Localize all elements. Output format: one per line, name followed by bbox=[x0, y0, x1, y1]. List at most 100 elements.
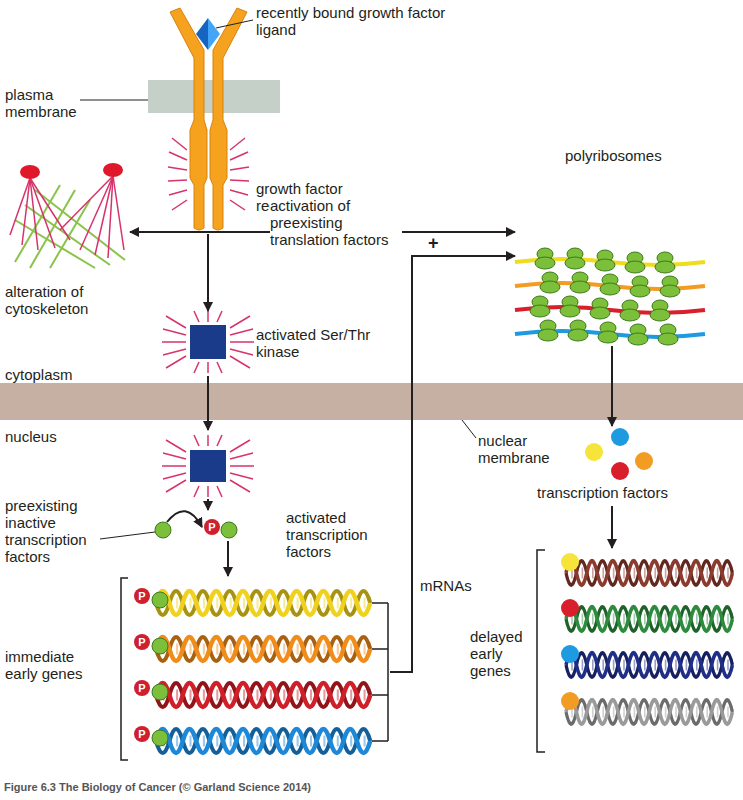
kinase-square bbox=[190, 450, 226, 482]
actin-filament bbox=[30, 190, 75, 268]
cytoskeleton-node: alteration of cytoskeleton bbox=[10, 155, 130, 270]
microtubule bbox=[22, 178, 30, 245]
receptor-node: growth factor receptor bbox=[168, 8, 250, 234]
kinase-rays bbox=[162, 435, 254, 497]
ray bbox=[168, 167, 187, 170]
gene-helix bbox=[156, 683, 370, 707]
actin-filament bbox=[50, 200, 90, 268]
node-label: alteration of cytoskeleton bbox=[5, 283, 140, 317]
leader-line bbox=[216, 20, 253, 28]
flow-arrow bbox=[611, 346, 613, 426]
edge-label: activation of preexisting translation fa… bbox=[270, 197, 402, 248]
ribosome bbox=[538, 320, 558, 341]
receptor-rays bbox=[168, 138, 249, 210]
leader-line bbox=[100, 532, 155, 539]
bracket bbox=[537, 550, 545, 752]
edge-label: mRNAs bbox=[420, 577, 490, 594]
gene-helix bbox=[566, 561, 732, 585]
ribosome bbox=[598, 322, 618, 343]
factor-group: transcription factors bbox=[582, 426, 656, 482]
actin-filament bbox=[15, 185, 60, 262]
microtubule bbox=[113, 176, 124, 250]
node-label: polyribosomes bbox=[565, 147, 695, 164]
ribosome bbox=[660, 276, 680, 297]
phosphate-mark: P bbox=[134, 726, 150, 742]
ray bbox=[172, 200, 187, 210]
signal-bar bbox=[168, 231, 250, 233]
microtubule bbox=[108, 176, 113, 258]
cytoskeleton bbox=[10, 163, 125, 268]
gene-helix bbox=[156, 637, 370, 661]
bound-factor bbox=[152, 730, 168, 746]
bracket bbox=[121, 578, 128, 760]
phosphate-mark: P bbox=[134, 634, 150, 650]
ribosome bbox=[655, 252, 675, 273]
ribosome bbox=[630, 276, 650, 297]
flow-arrow bbox=[130, 231, 168, 233]
node-label: preexisting inactive transcription facto… bbox=[5, 497, 115, 565]
ribosome bbox=[600, 274, 620, 295]
ribosome bbox=[625, 252, 645, 273]
ribosome bbox=[570, 272, 590, 293]
factor-protein bbox=[585, 443, 603, 461]
ribosome bbox=[620, 300, 640, 321]
bound-factor bbox=[561, 599, 579, 617]
flow-arrow bbox=[227, 541, 229, 576]
gene-helix bbox=[156, 729, 370, 753]
bound-factor bbox=[561, 553, 579, 571]
leader-line bbox=[80, 100, 148, 101]
centrosome bbox=[103, 163, 123, 177]
ribosome bbox=[590, 298, 610, 319]
gene-helix bbox=[156, 591, 370, 615]
ribosome bbox=[628, 324, 648, 345]
ray bbox=[169, 152, 187, 160]
ray bbox=[230, 138, 245, 150]
node-label: immediate early genes bbox=[5, 648, 110, 682]
ribosome bbox=[535, 248, 555, 269]
ray bbox=[230, 190, 248, 195]
node-label: delayed early genes bbox=[470, 628, 534, 679]
ribosome bbox=[658, 324, 678, 345]
kinase-rays bbox=[162, 311, 254, 373]
ligand-half bbox=[208, 18, 220, 50]
receptor-chain bbox=[210, 8, 247, 230]
nuclear-membrane-band bbox=[0, 383, 743, 420]
ribosome bbox=[568, 320, 588, 341]
ligand-half bbox=[196, 18, 208, 50]
ray bbox=[230, 180, 249, 181]
callout-label: nuclear membrane bbox=[478, 432, 568, 466]
factor-protein bbox=[611, 462, 629, 480]
phosphate-mark: P bbox=[134, 588, 150, 604]
active-factor bbox=[221, 522, 237, 538]
ribosome bbox=[560, 296, 580, 317]
region-label: nucleus bbox=[5, 428, 105, 445]
flow-arrow bbox=[611, 506, 613, 548]
ray bbox=[230, 200, 245, 210]
microtubule bbox=[80, 176, 113, 250]
signal-arrow bbox=[207, 376, 209, 430]
centrosome bbox=[20, 165, 40, 179]
leader-line bbox=[462, 420, 476, 438]
ribosome bbox=[540, 272, 560, 293]
polyribosome-group: polyribosomes bbox=[515, 228, 710, 346]
ribosome bbox=[595, 250, 615, 271]
signal-arrow bbox=[207, 499, 209, 510]
ray bbox=[168, 180, 187, 181]
node-label: transcription factors bbox=[537, 484, 707, 501]
kinase-node: activated Ser/Thr kinase bbox=[180, 311, 236, 374]
ray bbox=[169, 190, 187, 195]
bound-factor bbox=[152, 592, 168, 608]
bound-factor bbox=[152, 638, 168, 654]
callout-label: recently bound growth factor ligand bbox=[256, 4, 461, 38]
phosphate-mark: P bbox=[204, 519, 220, 535]
bound-factor bbox=[561, 645, 579, 663]
ray bbox=[172, 138, 187, 150]
figure-caption: Figure 6.3 The Biology of Cancer (© Garl… bbox=[4, 781, 311, 794]
factor-protein bbox=[635, 452, 653, 470]
gene-helix bbox=[566, 607, 732, 631]
inactive-factor bbox=[155, 522, 171, 538]
bound-factor bbox=[561, 692, 579, 710]
